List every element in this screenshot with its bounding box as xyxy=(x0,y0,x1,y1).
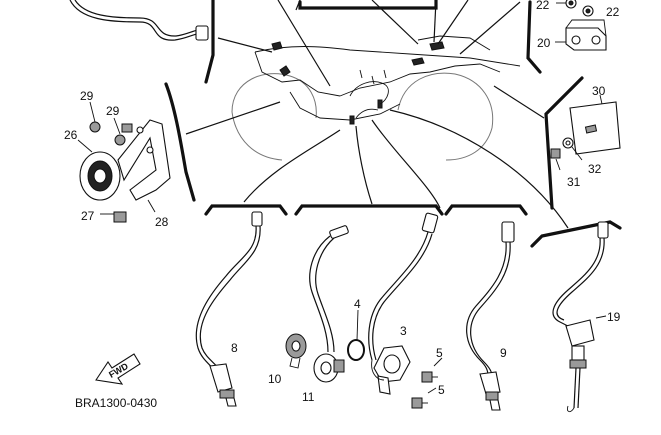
callout-19: 19 xyxy=(607,310,621,324)
callout-22a: 22 xyxy=(536,0,550,12)
callout-labels: 22 22 20 29 29 26 27 28 30 32 31 8 10 11… xyxy=(64,0,621,404)
callout-8: 8 xyxy=(231,341,238,355)
plate-assembly xyxy=(544,76,621,210)
callout-9: 9 xyxy=(500,346,507,360)
callout-5b: 5 xyxy=(438,383,445,397)
callout-4: 4 xyxy=(354,297,361,311)
switch-10 xyxy=(285,333,307,369)
callout-22b: 22 xyxy=(606,5,620,19)
fwd-arrow-icon: FWD xyxy=(95,353,141,385)
lower-brackets xyxy=(204,204,622,248)
callout-5a: 5 xyxy=(436,346,443,360)
callout-29b: 29 xyxy=(106,104,120,118)
callout-32: 32 xyxy=(588,162,602,176)
callout-10: 10 xyxy=(268,372,282,386)
sensor-11 xyxy=(309,225,349,383)
callout-11: 11 xyxy=(302,390,315,404)
callout-20: 20 xyxy=(537,36,551,50)
sensor-9 xyxy=(466,221,515,411)
callout-27: 27 xyxy=(81,209,95,223)
callout-3: 3 xyxy=(400,324,407,338)
oring-4 xyxy=(347,309,365,361)
top-center-bracket xyxy=(298,0,438,10)
callout-28: 28 xyxy=(155,215,169,229)
bracket-group-20-22 xyxy=(526,0,607,74)
callout-30: 30 xyxy=(592,84,606,98)
callout-31: 31 xyxy=(567,175,581,189)
sensor-3 xyxy=(368,212,439,395)
leader-lines xyxy=(185,0,569,229)
sensor-19 xyxy=(552,221,609,413)
reference-code: BRA1300-0430 xyxy=(75,396,157,410)
horn-assembly xyxy=(77,82,196,223)
bolts-5 xyxy=(411,357,443,409)
callout-29a: 29 xyxy=(80,89,94,103)
sensor-8 xyxy=(195,211,263,407)
vehicle-outline xyxy=(231,35,521,161)
callout-26: 26 xyxy=(64,128,78,142)
top-left-harness xyxy=(69,0,215,84)
